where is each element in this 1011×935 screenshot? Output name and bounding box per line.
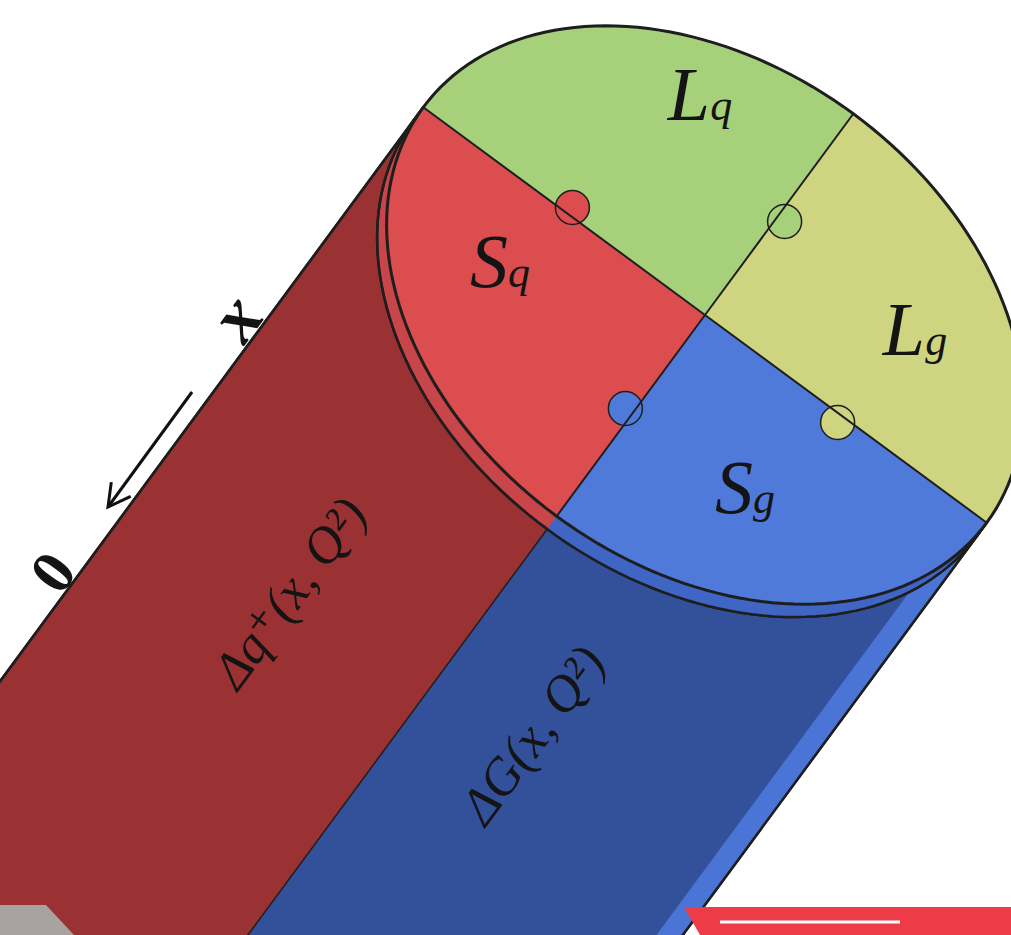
orbital-quark-label: Lq [668,53,732,137]
footer-white-line [720,921,900,924]
footer-grey-bar [0,905,74,935]
face-outline [387,26,1011,604]
axis-origin: 0 [15,539,88,604]
orbital-gluon-label: Lg [883,288,947,372]
math-symbol: Lg [883,288,947,372]
axis-variable: x [193,280,278,356]
quark-helicity-band: Δq⁺(x, Q²) [201,487,378,699]
x-arrow-head [108,482,131,507]
math-symbol: Sq [470,220,530,304]
spin-quark-piece [387,107,705,516]
axis-variable-box: x [193,280,278,356]
axis-origin-box: 0 [15,539,88,604]
math-symbol: Sg [715,446,775,530]
math-symbol: ΔG(x, Q²) [449,635,617,834]
spin-gluon-label: Sg [715,446,775,530]
x-arrow-line [108,392,192,507]
gluon-helicity-band: ΔG(x, Q²) [449,635,617,834]
math-symbol: Δq⁺(x, Q²) [201,487,378,699]
band-divider [129,516,556,935]
math-symbol: Lq [668,53,732,137]
spin-quark-label: Sq [470,220,530,304]
piece-border [557,315,705,516]
piece-border [705,114,853,315]
piece-border [423,107,705,315]
footer-red-bar [684,907,1011,935]
